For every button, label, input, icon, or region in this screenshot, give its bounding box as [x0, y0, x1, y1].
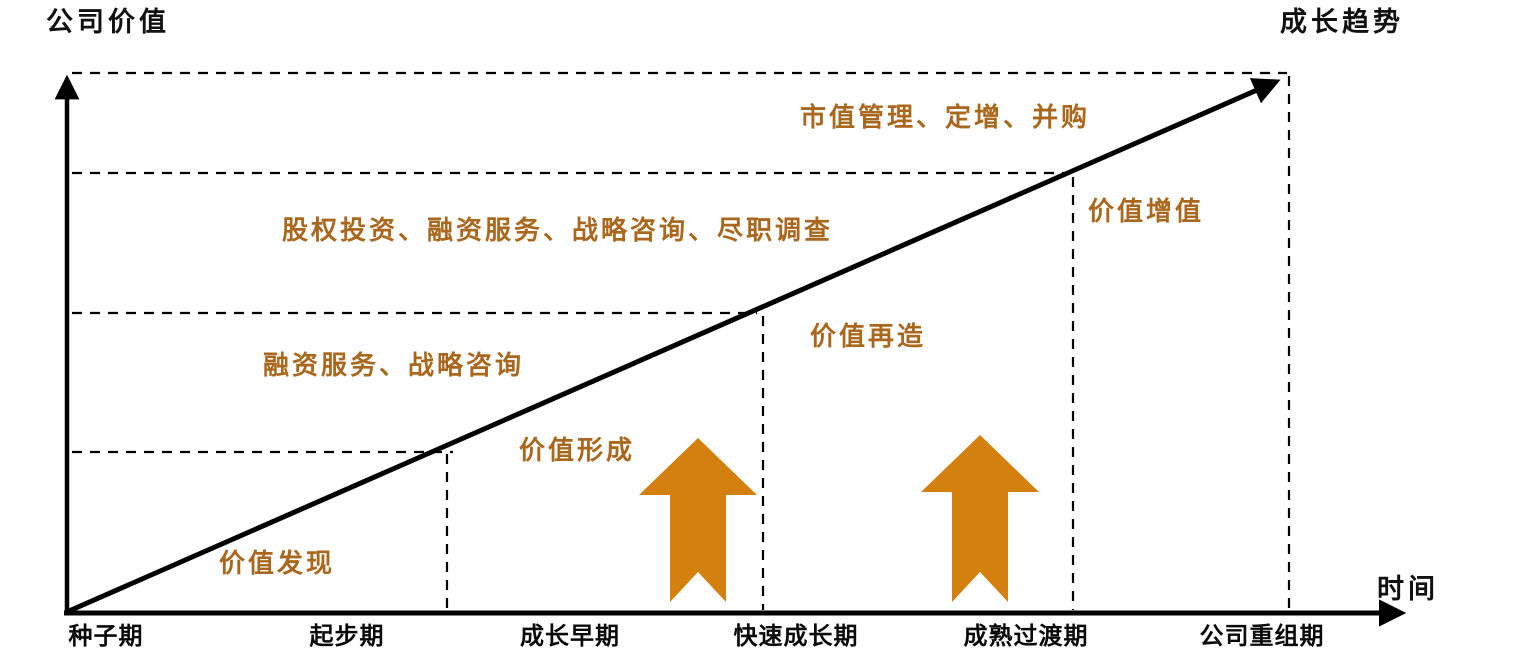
phase-label-value-recreation: 价值再造: [810, 322, 927, 352]
stage-label-seed: 种子期: [68, 622, 144, 650]
service-label-equity-investment: 股权投资、融资服务、战略咨询、尽职调查: [282, 216, 834, 246]
stage-label-restructuring: 公司重组期: [1199, 622, 1325, 650]
stage-label-startup: 起步期: [309, 622, 385, 650]
phase-label-value-appreciation: 价值增值: [1088, 197, 1205, 227]
dashed-vertical-gridlines: [445, 76, 1291, 610]
dashed-horizontal-gridlines: [72, 71, 1287, 454]
phase-label-value-discovery: 价值发现: [219, 549, 336, 579]
service-label-financing: 融资服务、战略咨询: [263, 351, 525, 381]
y-axis-title: 公司价值: [46, 7, 170, 38]
up-arrow-icon: [921, 435, 1039, 602]
service-label-market-cap: 市值管理、定增、并购: [800, 103, 1091, 133]
stage-label-early-growth: 成长早期: [520, 622, 620, 650]
x-axis-title: 时间: [1377, 574, 1439, 605]
phase-label-value-formation: 价值形成: [519, 436, 636, 466]
up-arrow-icon: [639, 438, 757, 602]
trend-title: 成长趋势: [1280, 7, 1404, 38]
trend-line: [67, 78, 1281, 614]
stage-label-rapid-growth: 快速成长期: [733, 622, 859, 650]
stage-label-mature-transition: 成熟过渡期: [963, 622, 1089, 650]
